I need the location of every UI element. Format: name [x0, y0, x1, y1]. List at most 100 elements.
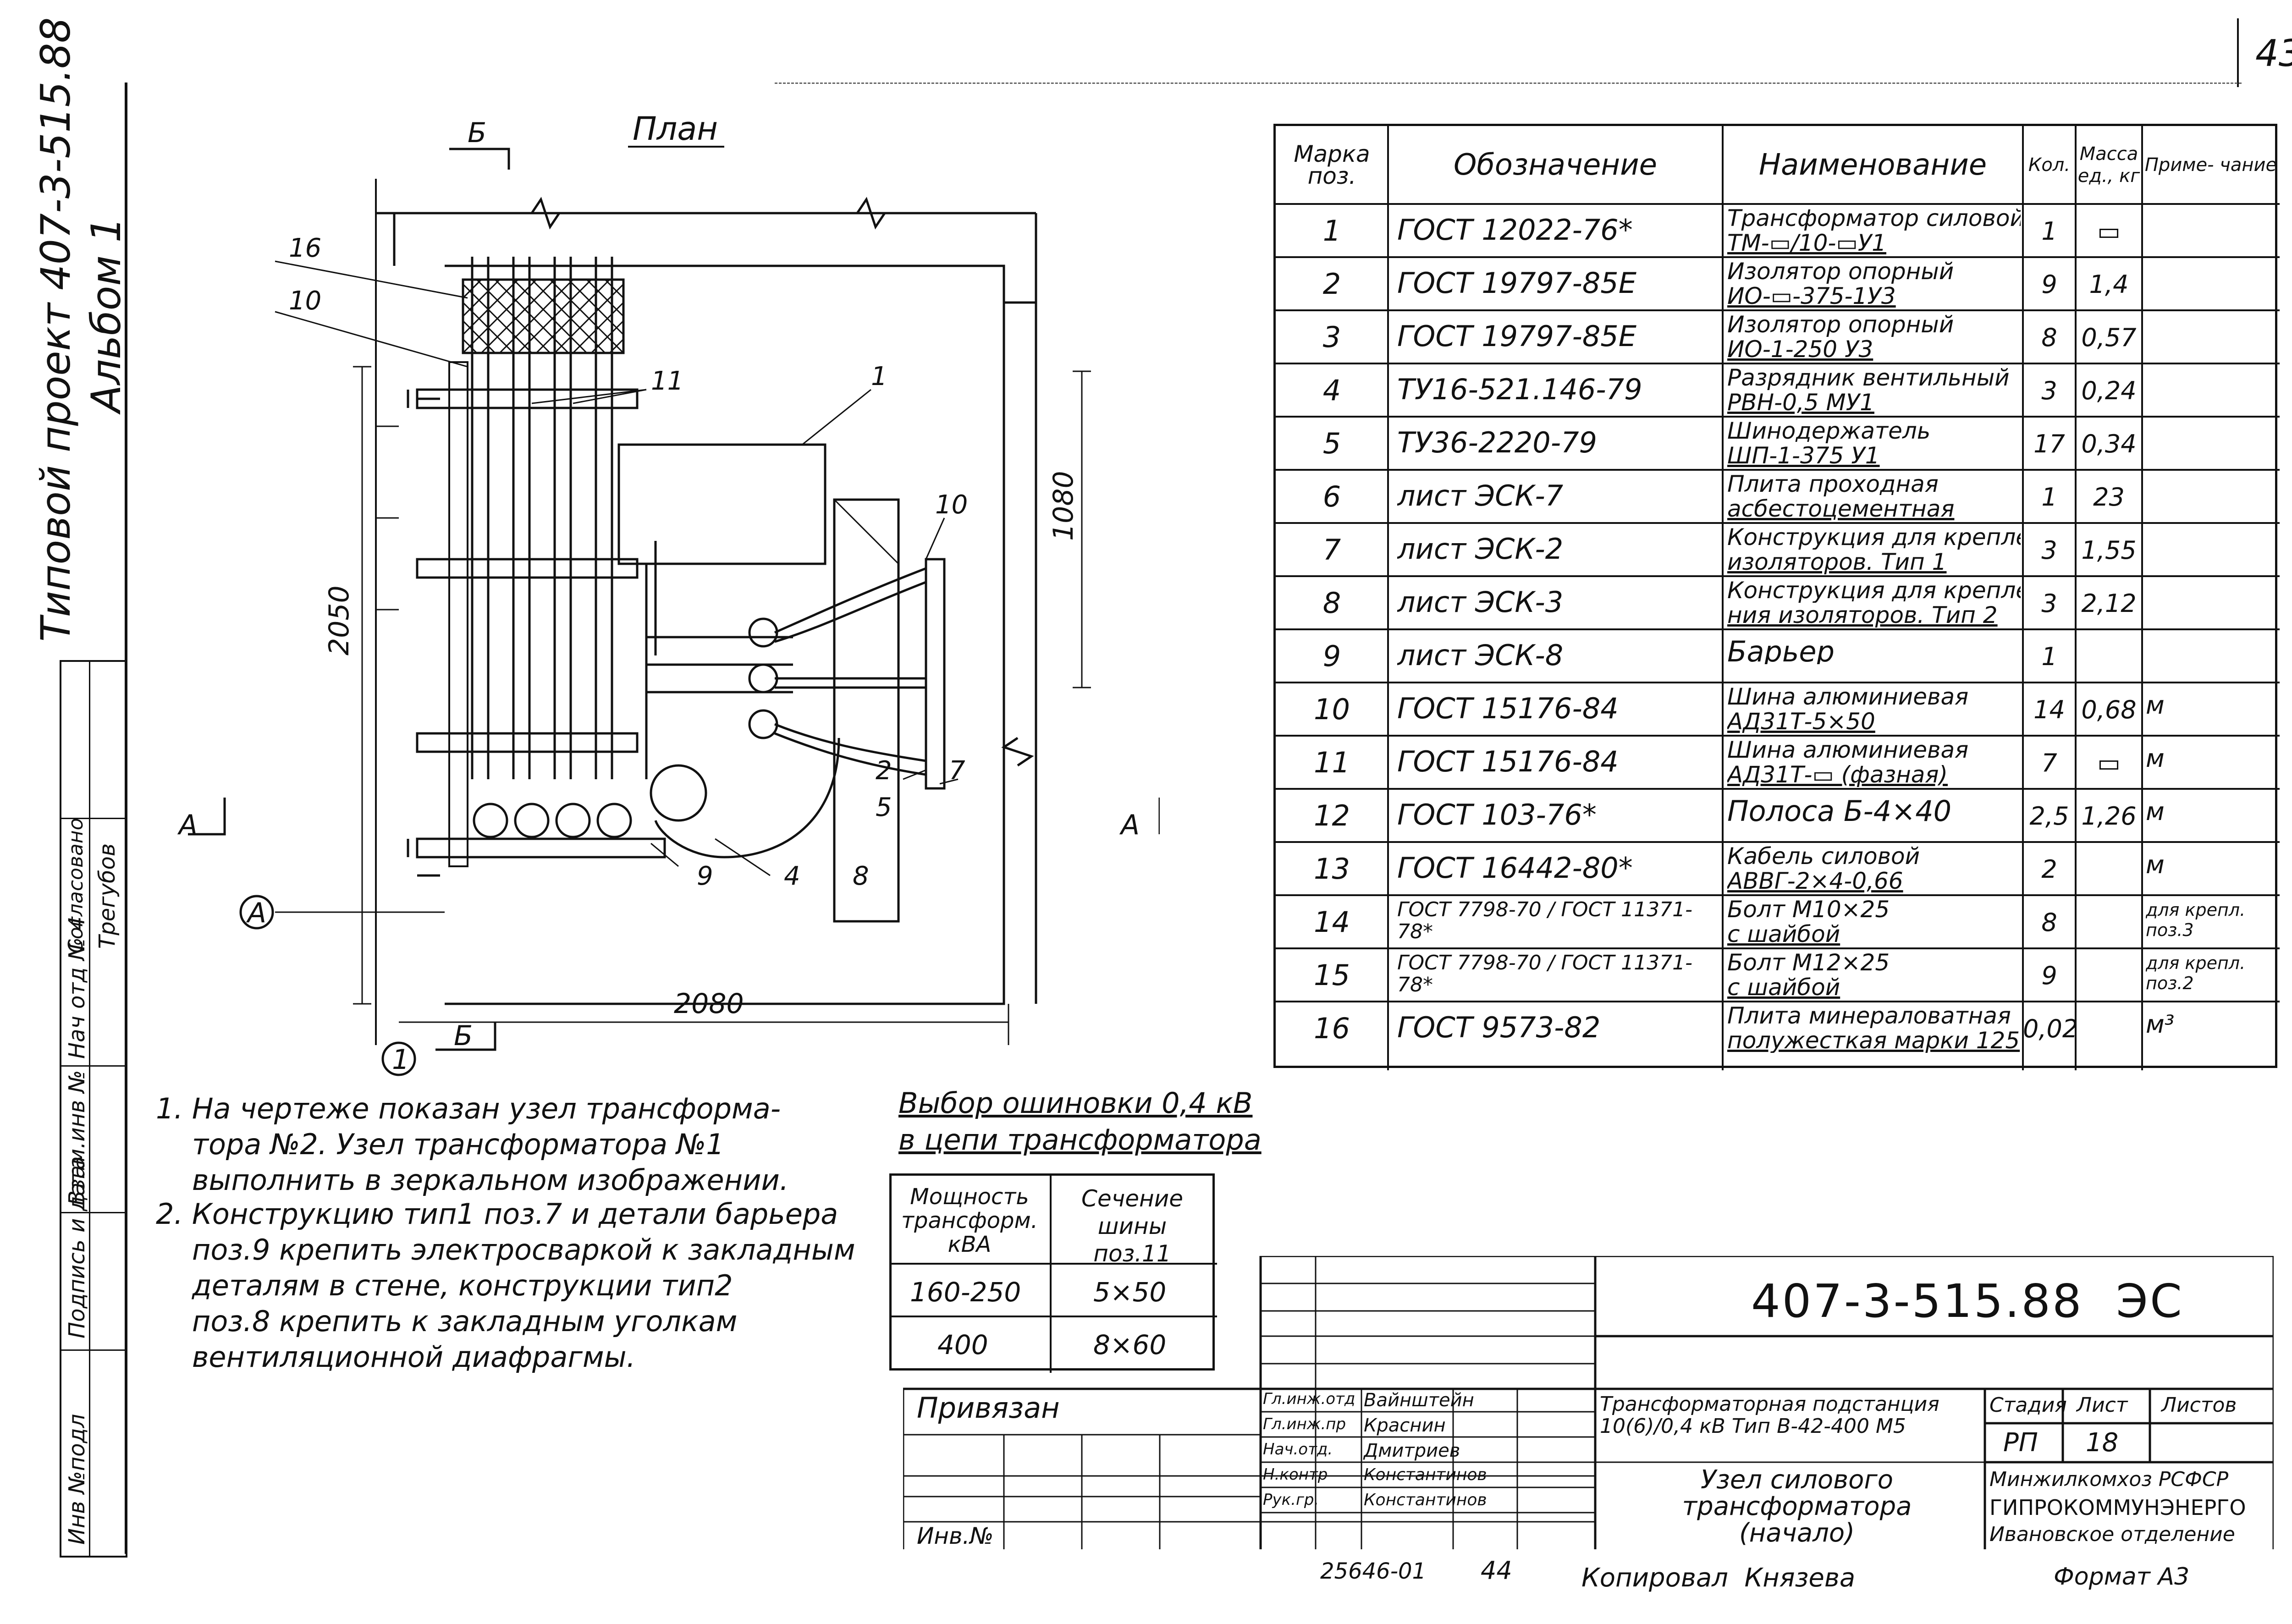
spec-code: лист ЭСК-8 [1397, 639, 1564, 672]
spec-mass: 23 [2093, 483, 2125, 512]
spec-name-2: АВВГ-2×4-0,66 [1727, 869, 1903, 893]
busbar-title-1: Выбор ошиновки 0,4 кВ [898, 1086, 1253, 1120]
dim-right: 1080 [1047, 471, 1080, 541]
spec-name-1: Конструкция для крепления [1727, 525, 2021, 550]
org-line-3: Ивановское отделение [1989, 1523, 2235, 1546]
busbar-header-power: Мощность трансформ. кВА [901, 1184, 1038, 1257]
spec-code: лист ЭСК-7 [1397, 480, 1564, 512]
role-1: Гл.инж.отд [1263, 1390, 1355, 1408]
spec-name-2: асбестоцементная [1727, 496, 1955, 521]
org-line-2: ГИПРОКОММУНЭНЕРГО [1989, 1495, 2246, 1520]
spec-qty: 9 [2041, 961, 2057, 990]
spec-qty: 0,02 [2023, 1014, 2076, 1043]
section-cut-right: А [1119, 809, 1140, 841]
spec-header-pos: Марка поз. [1294, 141, 1370, 189]
stage-value: РП [2003, 1428, 2038, 1458]
footer-page: 44 [1481, 1556, 1512, 1585]
spec-note: м [2146, 802, 2165, 822]
spec-code: ГОСТ 103-76* [1397, 799, 1597, 831]
album-subtitle: Альбом 1 [83, 217, 130, 413]
spec-code: лист ЭСК-3 [1397, 586, 1564, 618]
spec-name-1: Кабель силовой [1727, 844, 1920, 869]
spec-name-2: ТМ-▭/10-▭У1 [1727, 231, 1886, 255]
spec-pos: 13 [1314, 852, 1350, 886]
spec-name-1: Болт М12×25 [1727, 950, 1890, 975]
spec-pos: 9 [1322, 639, 1341, 673]
spec-qty: 1 [2041, 217, 2057, 246]
spec-name-2: АД31Т-▭ (фазная) [1727, 762, 1948, 787]
spec-pos: 1 [1322, 214, 1341, 248]
spec-pos: 7 [1322, 533, 1341, 567]
spec-pos: 4 [1322, 374, 1341, 407]
callout-8: 8 [853, 861, 869, 891]
spec-code: ТУ36-2220-79 [1397, 427, 1597, 459]
spec-pos: 15 [1314, 958, 1350, 992]
spec-pos: 2 [1322, 267, 1341, 301]
name-2: Краснин [1364, 1415, 1446, 1436]
spec-pos: 12 [1314, 799, 1350, 832]
spec-header-note: Приме- чание [2144, 154, 2277, 176]
spec-header-qty: Кол. [2028, 154, 2071, 176]
dim-width: 2080 [674, 988, 744, 1020]
stage-label: Стадия [1989, 1393, 2067, 1417]
spec-mass: 2,12 [2081, 589, 2137, 618]
spec-note: м [2146, 695, 2165, 716]
spec-code: лист ЭСК-2 [1397, 533, 1564, 565]
spec-note: м [2146, 855, 2165, 875]
name-3: Дмитриев [1364, 1440, 1460, 1461]
spec-note: для крепл. поз.3 [2146, 900, 2246, 940]
spec-pos: 11 [1314, 746, 1350, 779]
spec-note: для крепл. поз.2 [2146, 953, 2246, 993]
frame-top-line [775, 83, 2242, 84]
inv-label: Инв.№ [917, 1523, 994, 1549]
busbar-row2-section: 8×60 [1093, 1329, 1167, 1360]
spec-qty: 17 [2033, 429, 2065, 458]
spec-name-1: Шина алюминиевая [1727, 684, 1969, 709]
spec-name-1: Конструкция для крепле- [1727, 578, 2021, 603]
spec-pos: 6 [1322, 480, 1341, 513]
spec-header-code: Обозначение [1453, 148, 1658, 182]
footer-format: Формат А3 [2054, 1563, 2190, 1591]
left-stamp [60, 660, 127, 1558]
spec-qty: 3 [2041, 536, 2057, 565]
spec-qty: 3 [2041, 589, 2057, 618]
spec-name-2: ШП-1-375 У1 [1727, 443, 1880, 468]
callout-10a: 10 [289, 286, 321, 316]
sheet-value: 18 [2086, 1428, 2119, 1458]
busbar-header-section: Сечение шины поз.11 [1081, 1185, 1183, 1267]
spec-name-1: Шинодержатель [1727, 418, 1931, 443]
plan-title: План [633, 110, 718, 148]
plan-drawing: План Б Б А А А 1 2080 2050 1080 16 10 11… [177, 110, 1160, 1076]
stamp-inv-podl: Инв №подл [64, 1414, 90, 1545]
spec-qty: 8 [2041, 323, 2057, 352]
spec-qty: 2 [2041, 855, 2057, 884]
spec-name-2: АД31Т-5×50 [1727, 709, 1875, 734]
dim-height: 2050 [323, 585, 355, 655]
spec-name-1: Шина алюминиевая [1727, 738, 1969, 762]
section-label-top: Б [468, 117, 486, 149]
footer-number: 25646-01 [1320, 1558, 1427, 1584]
spec-name-1: Разрядник вентильный [1727, 365, 2010, 390]
spec-qty: 2,5 [2029, 802, 2069, 831]
spec-name-2: ИО-▭-375-1У3 [1727, 284, 1896, 308]
name-4: Константинов [1364, 1465, 1487, 1484]
callout-7: 7 [949, 756, 965, 786]
spec-qty: 9 [2041, 270, 2057, 299]
spec-name-1: Изолятор опорный [1727, 312, 1954, 337]
spec-qty: 14 [2033, 695, 2065, 724]
spec-name-2: изоляторов. Тип 1 [1727, 550, 1947, 574]
role-2: Гл.инж.пр [1263, 1415, 1346, 1433]
spec-pos: 8 [1322, 586, 1341, 620]
spec-mass: 0,34 [2081, 429, 2137, 458]
spec-name-1: Плита минераловатная [1727, 1003, 2011, 1028]
callout-5: 5 [876, 793, 892, 822]
spec-name-1: Барьер [1727, 639, 1835, 664]
spec-note: м [2146, 749, 2165, 769]
spec-name-2: полужесткая марки 125 [1727, 1028, 2020, 1053]
callout-2: 2 [876, 756, 892, 786]
axis-1-label: 1 [392, 1044, 409, 1076]
spec-name-2: с шайбой [1727, 975, 1840, 1000]
spec-name-1: Изолятор опорный [1727, 259, 1954, 284]
callout-10b: 10 [935, 490, 968, 520]
